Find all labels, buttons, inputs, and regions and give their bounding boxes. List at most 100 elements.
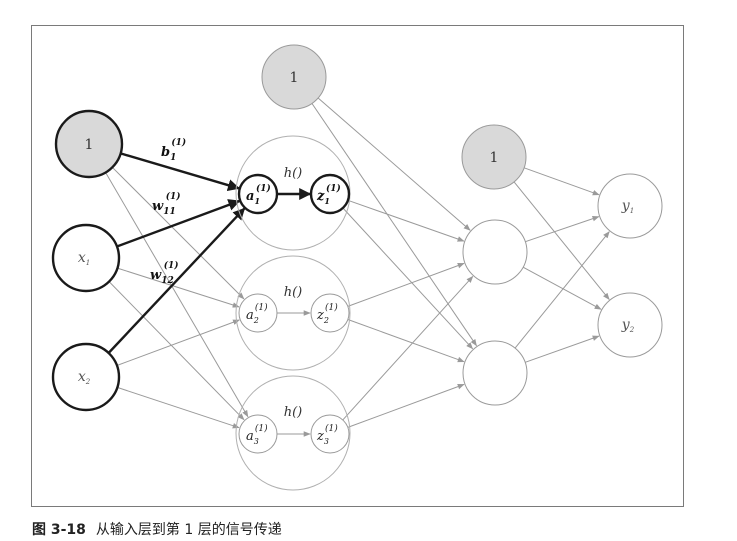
- z2-base: z: [316, 308, 324, 323]
- output-node-y1: y1: [597, 173, 663, 239]
- weight-w11-sup: (1): [166, 191, 181, 202]
- input-node-x1: x1: [51, 223, 121, 293]
- edge-x1-a1: [116, 199, 241, 248]
- edge-x1-a3: [108, 281, 245, 421]
- hidden-layer-units: h() a1(1) z1(1) h() a2(1) z2(1) h() a3(1…: [237, 166, 351, 454]
- svg-text:y2: y2: [621, 317, 635, 334]
- y1-base: y: [621, 198, 631, 214]
- y2-sub: 2: [629, 326, 635, 334]
- a2-sub: 2: [253, 316, 259, 325]
- svg-text:a2(1): a2 (1): [246, 302, 268, 325]
- z2-sup: (1): [325, 302, 338, 313]
- hidden2-bias-node: 1: [461, 124, 527, 190]
- z3-sub: 3: [324, 437, 329, 446]
- a2-sup: (1): [255, 302, 268, 313]
- a1-base: a: [246, 189, 254, 204]
- edge-z1-m2: [342, 207, 474, 350]
- edge-z3-m2: [347, 383, 465, 428]
- svg-text:z3(1): z3 (1): [316, 423, 338, 446]
- edge-b0-a2: [111, 166, 245, 300]
- svg-text:y1: y1: [621, 198, 634, 215]
- weight-w11-base: w: [152, 199, 164, 214]
- edge-x2-a1: [107, 207, 246, 354]
- edge-z3-m1: [342, 275, 474, 421]
- x1-sub: 1: [86, 259, 90, 267]
- z2-node: [310, 293, 350, 333]
- x1-base: x: [78, 250, 86, 266]
- z1-base: z: [316, 189, 325, 204]
- edge-m2-y2: [525, 335, 600, 363]
- a1-sup: (1): [256, 183, 271, 194]
- activation-label-3: h(): [284, 405, 303, 420]
- highlighted-connections: [107, 152, 312, 354]
- a3-sub: 3: [254, 437, 259, 446]
- edge-m1-y1: [525, 215, 600, 243]
- edge-b2-y1: [523, 167, 600, 196]
- hidden-unit-group-3: [235, 375, 351, 491]
- layer2-node-1: [462, 219, 528, 285]
- weight-w12-sup: (1): [164, 260, 179, 271]
- input-node-x2: x2: [51, 342, 121, 412]
- edge-b2-y2: [513, 181, 610, 300]
- figure-caption-text: 从输入层到第 1 层的信号传递: [95, 522, 282, 538]
- diagram-frame: [31, 25, 684, 507]
- a1-sub: 1: [254, 196, 260, 206]
- figure-caption: 图 3-18 从输入层到第 1 层的信号传递: [32, 519, 282, 539]
- weight-b1-sub: 1: [170, 153, 176, 163]
- weight-b1-sup: (1): [171, 137, 186, 148]
- thin-connections: [105, 97, 610, 437]
- a3-node: [238, 414, 278, 454]
- a2-base: a: [246, 308, 254, 323]
- weight-w12-sub: 12: [161, 276, 174, 286]
- svg-text:b1(1): b1 (1): [161, 137, 186, 163]
- svg-text:a3(1): a3 (1): [246, 423, 268, 446]
- edge-x2-a2: [116, 319, 240, 366]
- figure-number: 图 3-18: [32, 522, 86, 538]
- edge-m2-y1: [514, 231, 610, 349]
- y2-base: y: [621, 317, 631, 333]
- a3-sup: (1): [255, 423, 268, 434]
- activation-label-1: h(): [284, 166, 303, 181]
- svg-text:x1: x1: [78, 250, 90, 267]
- y1-sub: 1: [630, 207, 634, 215]
- edge-z2-m1: [347, 262, 465, 307]
- edge-b1-m1: [317, 97, 471, 231]
- edge-b0-a1: [120, 152, 240, 191]
- z3-base: z: [316, 429, 324, 444]
- svg-text:a1(1): a1 (1): [246, 183, 271, 206]
- z1-sup: (1): [326, 183, 341, 194]
- svg-text:w11(1): w11 (1): [152, 191, 181, 217]
- weight-b1-base: b: [161, 145, 170, 160]
- z3-sup: (1): [325, 423, 338, 434]
- x2-sub: 2: [85, 378, 91, 386]
- input-bias-label: 1: [85, 137, 94, 153]
- edge-z2-m2: [347, 319, 465, 363]
- input-bias-node: 1: [54, 109, 124, 179]
- z1-sub: 1: [324, 196, 330, 206]
- svg-text:z1(1): z1 (1): [316, 183, 341, 206]
- layer2-node-2: [462, 340, 528, 406]
- z1-node: [309, 173, 351, 215]
- edge-m1-y2: [522, 266, 602, 310]
- svg-text:w12(1): w12 (1): [150, 260, 179, 286]
- hidden2-bias-label: 1: [490, 150, 499, 166]
- weight-w11-sub: 11: [163, 207, 176, 217]
- weight-w12-base: w: [150, 268, 162, 283]
- z3-node: [310, 414, 350, 454]
- hidden1-bias-label: 1: [290, 70, 299, 86]
- activation-label-2: h(): [284, 285, 303, 300]
- z2-sub: 2: [323, 316, 329, 325]
- a2-node: [238, 293, 278, 333]
- hidden-unit-group-2: [235, 255, 351, 371]
- hidden1-bias-node: 1: [261, 44, 327, 110]
- edge-b0-a3: [105, 172, 249, 418]
- a1-node: [237, 173, 279, 215]
- edge-x2-a3: [117, 386, 240, 429]
- x2-base: x: [78, 369, 86, 385]
- svg-text:x2: x2: [78, 369, 91, 386]
- output-node-y2: y2: [597, 292, 663, 358]
- a3-base: a: [246, 429, 254, 444]
- edge-z1-m1: [347, 199, 465, 242]
- edge-x1-a2: [117, 267, 240, 308]
